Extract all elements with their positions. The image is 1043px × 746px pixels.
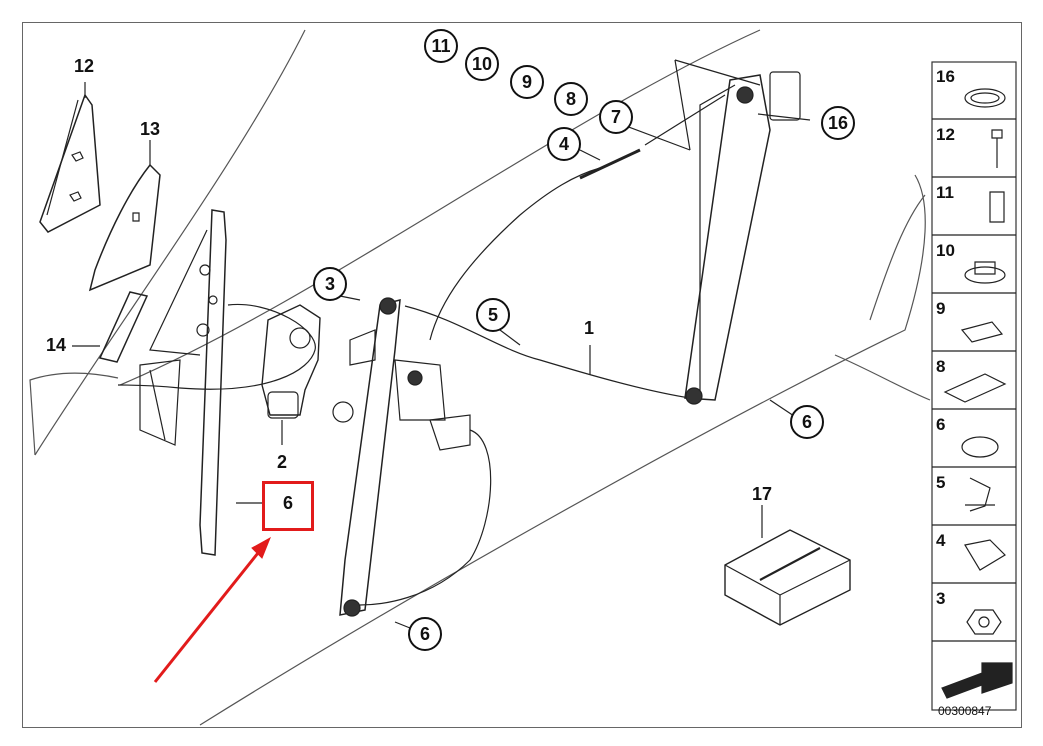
callout-7: 6 (282, 493, 294, 513)
trim-13 (39, 93, 101, 233)
callout-4: 4 (547, 127, 581, 161)
callout-13: 12 (73, 56, 95, 76)
arrow-icon (941, 662, 1013, 699)
sidebar-part-label: 16 (936, 67, 955, 86)
sidebar-part-label: 9 (936, 299, 946, 318)
sleeve-icon (989, 191, 1005, 223)
door-outline (834, 354, 931, 401)
sidebar-part-label: 4 (936, 531, 946, 550)
plate-icon (943, 373, 1007, 403)
callout-2: 2 (276, 452, 288, 472)
regulator-front (339, 299, 401, 616)
nut-icon (964, 266, 1006, 284)
sidebar-part-label: 11 (936, 183, 954, 202)
screw-icon (991, 129, 1003, 168)
cable-5 (404, 305, 691, 399)
red-arrow (153, 536, 271, 683)
door-outline (34, 29, 306, 456)
sidebar-part-label: 10 (936, 241, 955, 260)
highlight-box (262, 481, 314, 531)
callout-10: 9 (510, 65, 544, 99)
callout-15: 14 (45, 335, 67, 355)
callout-6: 6 (790, 405, 824, 439)
callout-3: 3 (313, 267, 347, 301)
sidebar-part-label: 12 (936, 125, 955, 144)
callout-6: 6 (408, 617, 442, 651)
sidebar-part-label: 6 (936, 415, 946, 434)
door-outline (119, 29, 761, 386)
holder-icon (965, 477, 995, 512)
callout-9: 8 (554, 82, 588, 116)
callout-14: 13 (139, 119, 161, 139)
door-outline (29, 372, 119, 456)
diagram-frame (22, 22, 1022, 728)
sidebar-part-label: 3 (936, 589, 946, 608)
clip-icon (960, 321, 1004, 343)
plug-icon (961, 436, 999, 458)
sidebar-part-label: 8 (936, 357, 946, 376)
guide-rail (199, 209, 227, 556)
door-outline (869, 194, 926, 321)
door-outline (199, 174, 926, 726)
kit-box-17 (724, 529, 851, 626)
callout-1: 1 (583, 318, 595, 338)
ring-icon (964, 88, 1006, 108)
sidebar-part-label: 5 (936, 473, 946, 492)
regulator-rear (684, 74, 771, 401)
callout-16: 16 (821, 106, 855, 140)
callout-17: 17 (751, 484, 773, 504)
seal-15 (98, 291, 149, 363)
callout-12: 11 (424, 29, 458, 63)
callout-11: 10 (465, 47, 499, 81)
drawing-number: 00300847 (938, 704, 992, 718)
clamp-icon (964, 539, 1006, 571)
callout-5: 5 (476, 298, 510, 332)
hexnut-icon (966, 609, 1002, 635)
callout-8: 7 (599, 100, 633, 134)
motor-2 (261, 304, 321, 416)
quarter-glass-14 (88, 163, 161, 292)
